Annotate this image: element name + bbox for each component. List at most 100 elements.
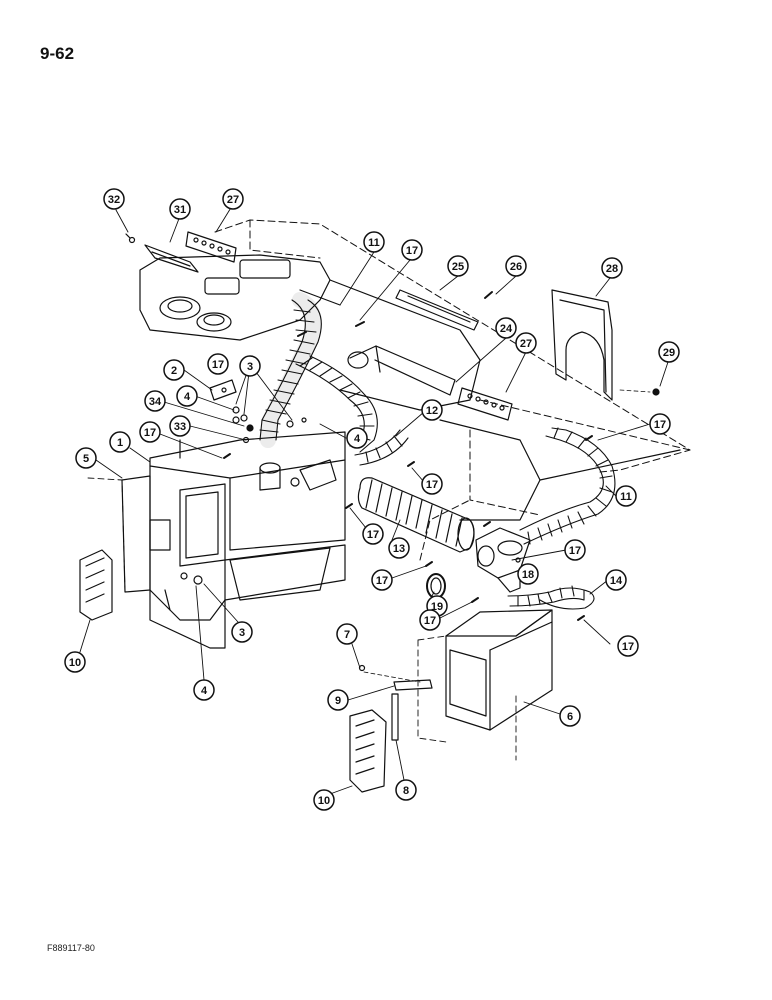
callout-circle [103, 188, 125, 210]
callout-label: 27 [520, 338, 532, 350]
callout-c26: 26 [505, 255, 527, 277]
callout-circle [231, 621, 253, 643]
vent-27-right [457, 387, 513, 421]
callout-label: 29 [663, 347, 675, 359]
blower-box-6 [417, 609, 553, 761]
callout-c17h: 17 [371, 569, 393, 591]
callout-c4b: 4 [346, 427, 368, 449]
callout-label: 4 [184, 391, 191, 403]
side-panel-5 [87, 475, 151, 593]
callout-c31: 31 [169, 198, 191, 220]
callout-label: 27 [227, 194, 239, 206]
callout-label: 17 [212, 359, 224, 371]
callout-circle [649, 413, 671, 435]
callout-c17d: 17 [207, 353, 229, 375]
callout-c10a: 10 [64, 651, 86, 673]
callout-c18: 18 [517, 563, 539, 585]
callout-c34: 34 [144, 390, 166, 412]
hose-upper-11 [259, 292, 322, 448]
cover-28 [551, 289, 613, 401]
callout-c11b: 11 [615, 485, 637, 507]
callout-label: 32 [108, 194, 120, 206]
screws-17 [223, 321, 593, 672]
callout-label: 17 [406, 245, 418, 257]
callout-c17j: 17 [617, 635, 639, 657]
callout-c11a: 11 [363, 231, 385, 253]
callout-label: 4 [201, 685, 208, 697]
callout-c6: 6 [559, 705, 581, 727]
callout-circle [207, 353, 229, 375]
callout-circle [363, 231, 385, 253]
callout-circle [327, 689, 349, 711]
callout-circle [222, 188, 244, 210]
dash-panel [139, 254, 681, 521]
callout-circle [176, 385, 198, 407]
callout-label: 17 [654, 419, 666, 431]
callout-c9: 9 [327, 689, 349, 711]
screw-32 [125, 233, 136, 244]
vent-27-left [185, 231, 237, 263]
callout-circle [615, 485, 637, 507]
vent-strip-25 [395, 289, 479, 331]
bracket-9 [393, 679, 433, 691]
hose-14 [507, 585, 595, 610]
callout-circle [139, 421, 161, 443]
callout-label: 8 [403, 785, 409, 797]
callout-circle [421, 399, 443, 421]
callout-label: 1 [117, 437, 123, 449]
callout-c29: 29 [658, 341, 680, 363]
callout-label: 9 [335, 695, 341, 707]
callout-label: 17 [622, 641, 634, 653]
hose-right-11 [519, 427, 616, 545]
callout-circle [419, 609, 441, 631]
callout-label: 28 [606, 263, 618, 275]
vent-10-lower [349, 709, 387, 793]
callout-label: 17 [426, 479, 438, 491]
callout-circle [401, 239, 423, 261]
callout-c17c: 17 [139, 421, 161, 443]
callout-label: 7 [344, 629, 350, 641]
callout-circle [346, 427, 368, 449]
callout-circle [169, 198, 191, 220]
callout-c33: 33 [169, 415, 191, 437]
screw-29 [652, 388, 660, 396]
callout-circle [313, 789, 335, 811]
callout-circle [658, 341, 680, 363]
callout-circle [362, 523, 384, 545]
callout-c8: 8 [395, 779, 417, 801]
callout-c32: 32 [103, 188, 125, 210]
callout-label: 24 [500, 323, 513, 335]
callout-c2: 2 [163, 359, 185, 381]
strip-8 [391, 693, 399, 741]
callout-label: 10 [69, 657, 81, 669]
callout-c1: 1 [109, 431, 131, 453]
ring-19 [426, 573, 446, 599]
callout-c24: 24 [495, 317, 517, 339]
callout-c27a: 27 [222, 188, 244, 210]
callout-label: 11 [368, 237, 380, 249]
callout-c17i: 17 [419, 609, 441, 631]
callout-label: 6 [567, 711, 573, 723]
callout-c17b: 17 [649, 413, 671, 435]
heater-box-1 [149, 431, 346, 649]
callout-c13: 13 [388, 537, 410, 559]
callout-c27b: 27 [515, 332, 537, 354]
hose-middle [295, 355, 378, 453]
callout-circle [336, 623, 358, 645]
callout-label: 4 [354, 433, 361, 445]
callout-circle [163, 359, 185, 381]
callout-label: 17 [144, 427, 156, 439]
callout-c4a: 4 [176, 385, 198, 407]
callout-c17e: 17 [421, 473, 443, 495]
callout-circle [388, 537, 410, 559]
callout-label: 3 [247, 361, 253, 373]
callout-label: 31 [174, 204, 186, 216]
callout-label: 26 [510, 261, 522, 273]
callout-label: 12 [426, 405, 438, 417]
callout-c17f: 17 [362, 523, 384, 545]
duct-13 [357, 477, 475, 553]
fastener-cluster [232, 406, 307, 444]
callout-c7: 7 [336, 623, 358, 645]
callout-label: 17 [367, 529, 379, 541]
